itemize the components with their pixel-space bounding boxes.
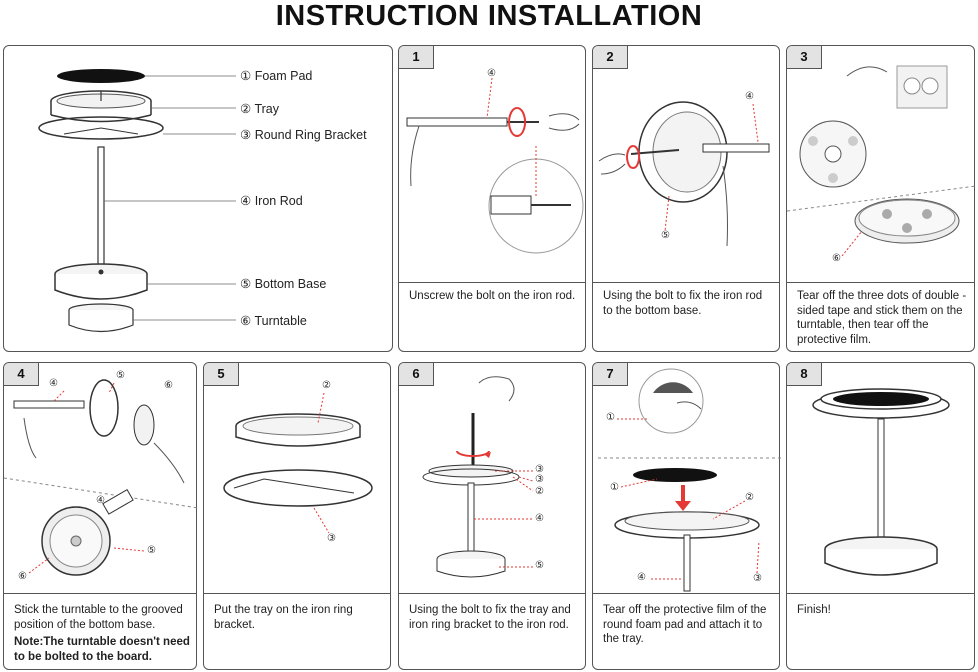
marker-tray: ② — [745, 492, 754, 503]
marker-iron-rod: ④ — [49, 378, 58, 389]
marker-iron-rod-lower: ④ — [96, 495, 105, 506]
part-label-foam-pad: ① Foam Pad — [240, 69, 313, 83]
step-1-illustration — [406, 77, 584, 254]
step-caption: Using the bolt to fix the iron rod to th… — [603, 290, 763, 317]
step-caption: Unscrew the bolt on the iron rod. — [409, 290, 576, 302]
caption-divider — [787, 593, 974, 594]
step-caption: Tear off the protective film of the roun… — [603, 604, 767, 645]
step-caption: Stick the turntable to the grooved posit… — [14, 603, 190, 664]
step-caption: Put the tray on the iron ring bracket. — [214, 604, 353, 631]
marker-round-ring-bracket: ③ — [535, 464, 544, 475]
step-number: 5 — [204, 363, 239, 386]
step-6-panel: 6 ③ ③ ② ④ ⑤ Using the bolt to fix the tr… — [398, 362, 586, 670]
caption-divider — [399, 282, 585, 283]
step-number: 8 — [787, 363, 822, 386]
part-label-iron-rod: ④ Iron Rod — [240, 194, 303, 208]
step-number: 1 — [399, 46, 434, 69]
step-4-illustration — [4, 379, 198, 576]
caption-divider — [399, 593, 585, 594]
step-7-illustration — [598, 368, 781, 592]
caption-divider — [787, 282, 974, 283]
marker-iron-rod: ④ — [745, 91, 754, 102]
caption-divider — [4, 593, 196, 594]
parts-overview-panel: ① Foam Pad ② Tray ③ Round Ring Bracket ④… — [3, 45, 393, 352]
step-8-panel: 8 Finish! — [786, 362, 975, 670]
step-note: Note:The turntable doesn't need to be bo… — [14, 636, 190, 663]
parts-exploded-illustration — [38, 69, 236, 333]
step-6-illustration — [422, 376, 534, 578]
part-label-round-ring-bracket: ③ Round Ring Bracket — [240, 128, 367, 142]
marker-bottom-base: ⑤ — [661, 230, 670, 241]
step-number: 6 — [399, 363, 434, 386]
step-2-panel: 2 ④ ⑤ Using the bolt to fix the iron rod… — [592, 45, 780, 352]
step-caption-text: Stick the turntable to the grooved posit… — [14, 604, 183, 631]
marker-bottom-base-lower: ⑤ — [147, 545, 156, 556]
marker-turntable-lower: ⑥ — [18, 571, 27, 582]
marker-iron-rod: ④ — [487, 68, 496, 79]
step-number: 7 — [593, 363, 628, 386]
marker-iron-rod: ④ — [637, 572, 646, 583]
marker-round-ring-bracket: ③ — [753, 573, 762, 584]
step-7-panel: 7 ① ① ② ③ ④ Tear off the protective film… — [592, 362, 781, 670]
step-3-panel: 3 ⑥ Tear off the three dots of double -s… — [786, 45, 976, 352]
marker-tray: ② — [322, 380, 331, 391]
marker-iron-rod: ④ — [535, 513, 544, 524]
marker-turntable: ⑥ — [832, 253, 841, 264]
caption-divider — [204, 593, 390, 594]
marker-foam-pad: ① — [610, 482, 619, 493]
caption-divider — [593, 282, 779, 283]
step-1-panel: 1 ④ Unscrew the bolt on the iron rod. — [398, 45, 586, 352]
step-caption: Tear off the three dots of double -sided… — [797, 290, 967, 346]
part-label-turntable: ⑥ Turntable — [240, 314, 307, 328]
page-title: INSTRUCTION INSTALLATION — [275, 0, 703, 32]
marker-round-ring-bracket-2: ③ — [535, 474, 544, 485]
step-2-illustration — [598, 101, 770, 247]
marker-bottom-base: ⑤ — [535, 560, 544, 571]
step-5-panel: 5 ② ③ Put the tray on the iron ring brac… — [203, 362, 391, 670]
step-caption: Finish! — [797, 604, 831, 616]
step-number: 2 — [593, 46, 628, 69]
marker-foam-pad-detail: ① — [606, 412, 615, 423]
marker-turntable: ⑥ — [164, 380, 173, 391]
step-4-panel: 4 ④ ⑤ ⑥ ④ ⑤ ⑥ Stick the turntable to the… — [3, 362, 198, 670]
step-number: 3 — [787, 46, 822, 69]
step-number: 4 — [4, 363, 39, 386]
part-label-bottom-base: ⑤ Bottom Base — [240, 277, 327, 291]
step-3-illustration — [787, 65, 976, 257]
caption-divider — [593, 593, 779, 594]
step-8-illustration — [812, 388, 950, 576]
part-label-tray: ② Tray — [240, 102, 280, 116]
step-caption: Using the bolt to fix the tray and iron … — [409, 604, 571, 631]
step-5-illustration — [223, 392, 373, 534]
marker-bottom-base: ⑤ — [116, 370, 125, 381]
marker-round-ring-bracket: ③ — [327, 533, 336, 544]
marker-tray: ② — [535, 486, 544, 497]
